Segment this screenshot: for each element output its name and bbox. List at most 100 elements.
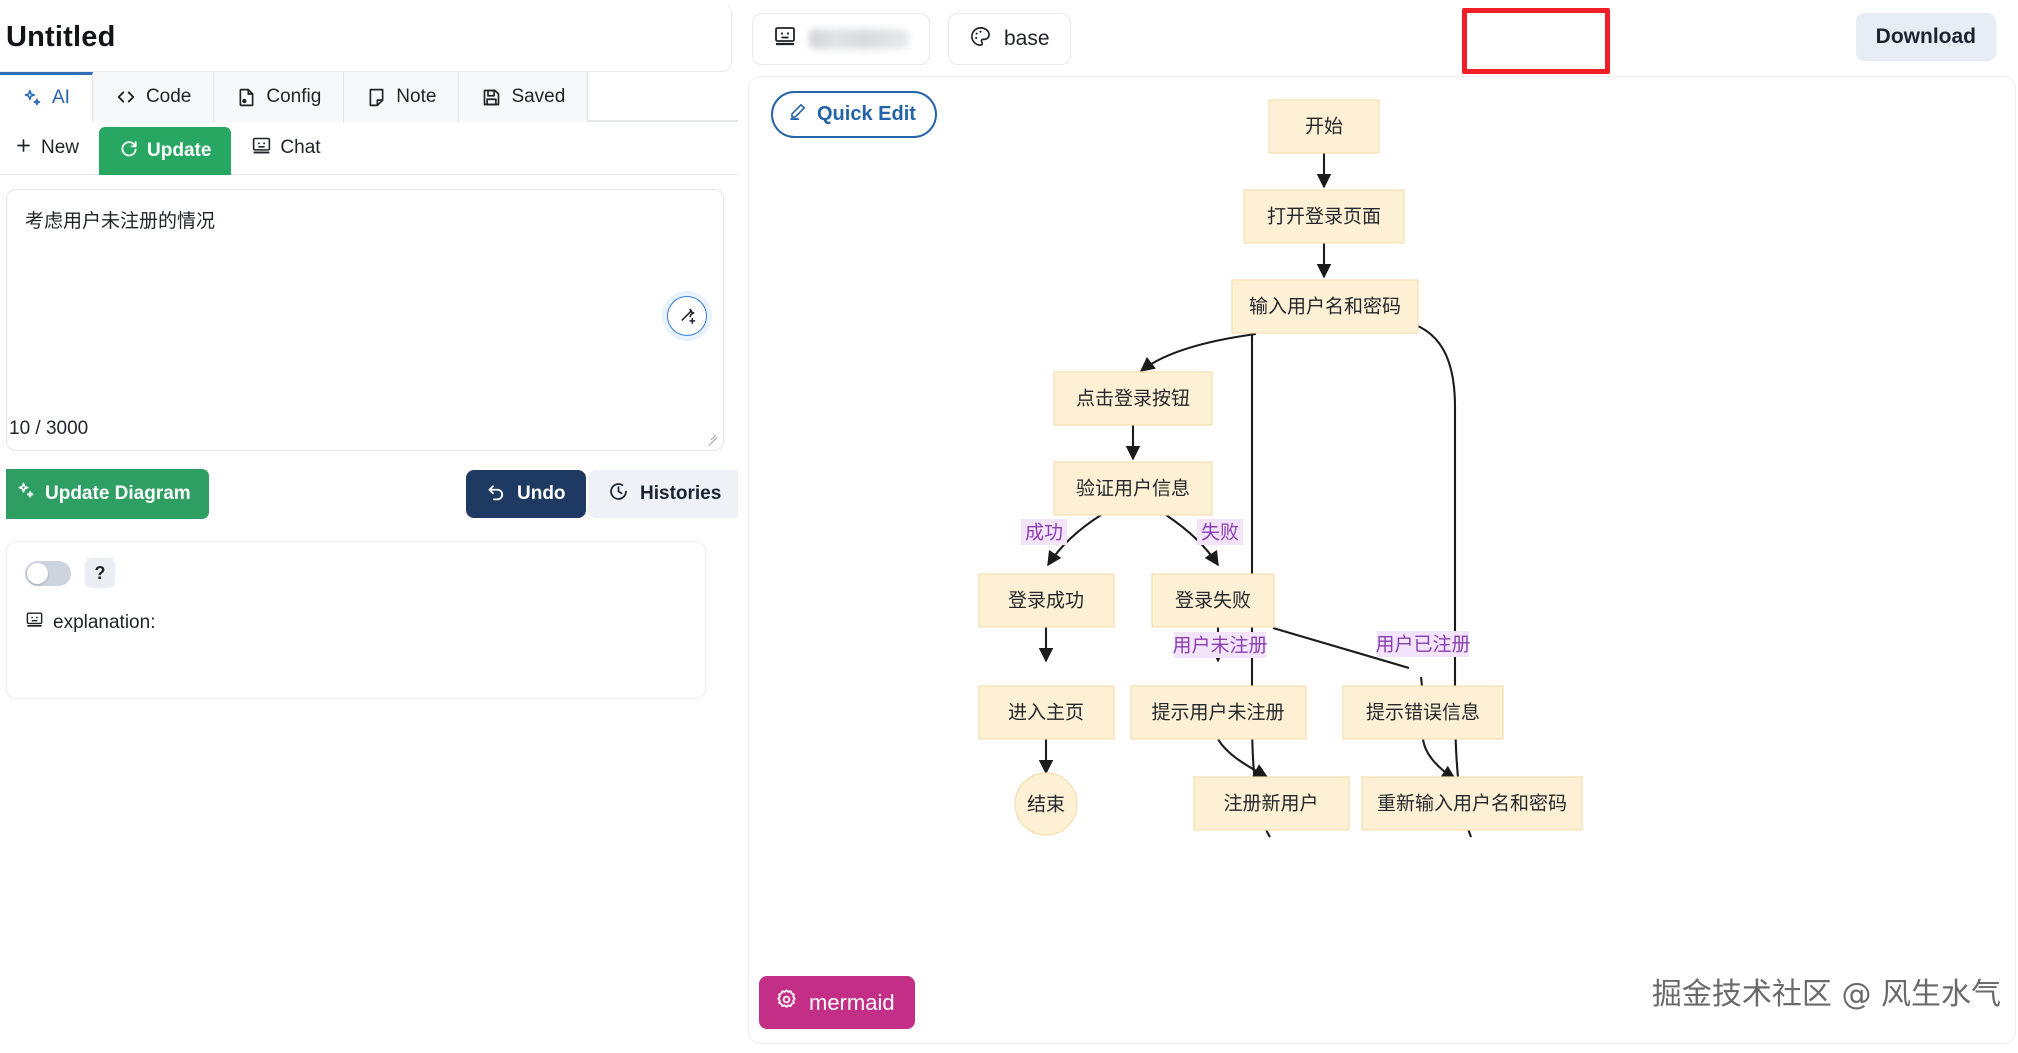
edge-label-failure: 失败	[1197, 519, 1243, 545]
pencil-icon	[788, 102, 807, 127]
prompt-textarea[interactable]: 考虑用户未注册的情况 10 / 3000	[6, 189, 724, 451]
left-editor-panel: Untitled AI Code	[0, 0, 742, 1053]
edge-C-D	[1139, 332, 1257, 372]
help-button[interactable]: ?	[85, 558, 115, 588]
svg-text:提示错误信息: 提示错误信息	[1366, 702, 1480, 724]
update-diagram-label: Update Diagram	[45, 483, 191, 504]
svg-text:成功: 成功	[1025, 522, 1063, 544]
tab-code[interactable]: Code	[92, 72, 215, 122]
svg-text:打开登录页面: 打开登录页面	[1267, 206, 1381, 228]
flow-node-login-success[interactable]: 登录成功	[978, 573, 1115, 628]
explanation-toggle-row: ?	[25, 558, 687, 588]
prompt-value: 考虑用户未注册的情况	[25, 211, 216, 232]
undo-label: Undo	[517, 483, 566, 504]
flow-node-click-login[interactable]: 点击登录按钮	[1053, 371, 1213, 426]
mermaid-flowchart: 成功 失败 用户未注册 用户已注册 开始	[978, 99, 1583, 838]
flow-node-end[interactable]: 结束	[1014, 772, 1078, 836]
flow-node-enter-credentials[interactable]: 输入用户名和密码	[1231, 279, 1419, 334]
edge-label-success: 成功	[1021, 519, 1067, 545]
chat-icon	[251, 135, 272, 162]
tab-note[interactable]: Note	[344, 72, 460, 122]
sparkles-icon	[22, 88, 43, 109]
flow-node-open-login-page[interactable]: 打开登录页面	[1243, 189, 1405, 244]
explanation-label-row: explanation:	[25, 610, 687, 635]
svg-text:登录失败: 登录失败	[1175, 590, 1251, 612]
redacted-model-name	[809, 29, 909, 49]
magic-wand-icon[interactable]	[667, 296, 707, 336]
preview-tab-model[interactable]	[752, 13, 930, 65]
quick-edit-button[interactable]: Quick Edit	[771, 91, 937, 138]
edge-label-already-registered: 用户已注册	[1375, 631, 1471, 657]
explanation-card: ? explanation:	[6, 541, 706, 699]
new-button[interactable]: New	[0, 122, 99, 175]
edge-E-G	[1165, 514, 1219, 567]
flow-node-start[interactable]: 开始	[1268, 99, 1380, 154]
tab-config-label: Config	[266, 86, 322, 107]
document-title-card[interactable]: Untitled	[0, 4, 732, 72]
preview-tab-base-label: base	[1004, 27, 1050, 50]
svg-text:进入主页: 进入主页	[1008, 702, 1084, 724]
refresh-icon	[119, 138, 139, 164]
svg-text:用户已注册: 用户已注册	[1375, 634, 1470, 656]
edge-J-M	[1421, 738, 1457, 780]
preview-tab-base[interactable]: base	[948, 13, 1071, 65]
flow-node-prompt-not-registered[interactable]: 提示用户未注册	[1130, 685, 1307, 740]
editor-tabbar: AI Code Config	[0, 72, 738, 122]
edge-label-not-registered: 用户未注册	[1172, 632, 1268, 658]
histories-button[interactable]: Histories	[588, 470, 742, 518]
attention-highlight-box	[1462, 8, 1610, 74]
sparkles-icon	[16, 481, 36, 507]
config-file-icon	[236, 87, 257, 108]
chat-button-label: Chat	[280, 137, 321, 158]
flow-node-register-new-user[interactable]: 注册新用户	[1193, 776, 1350, 831]
toggle-knob	[27, 562, 48, 584]
note-icon	[366, 87, 387, 108]
page-title: Untitled	[6, 21, 116, 53]
code-icon	[115, 86, 137, 108]
mermaid-badge[interactable]: mermaid	[759, 976, 915, 1029]
chat-button[interactable]: Chat	[231, 122, 340, 175]
download-button[interactable]: Download	[1855, 13, 1996, 61]
edge-E-F	[1047, 514, 1102, 567]
tab-config[interactable]: Config	[214, 72, 345, 122]
flow-node-login-failure[interactable]: 登录失败	[1151, 573, 1275, 628]
explanation-toggle[interactable]	[25, 560, 71, 586]
tab-ai[interactable]: AI	[0, 72, 93, 122]
tab-note-label: Note	[396, 86, 437, 107]
flow-node-prompt-error[interactable]: 提示错误信息	[1342, 685, 1504, 740]
svg-text:登录成功: 登录成功	[1008, 590, 1084, 612]
right-preview-panel: base Download Quick Edit	[738, 0, 2018, 1053]
svg-text:开始: 开始	[1305, 116, 1343, 138]
svg-text:结束: 结束	[1027, 794, 1065, 816]
update-button[interactable]: Update	[99, 126, 232, 175]
flow-node-enter-homepage[interactable]: 进入主页	[978, 685, 1115, 740]
clock-history-icon	[608, 481, 629, 508]
ai-action-bar: New Update	[0, 122, 738, 175]
tab-code-label: Code	[145, 86, 192, 107]
svg-text:提示用户未注册: 提示用户未注册	[1151, 702, 1284, 724]
tabbar-spacer	[588, 72, 738, 121]
undo-button[interactable]: Undo	[466, 470, 586, 518]
svg-text:输入用户名和密码: 输入用户名和密码	[1249, 296, 1401, 318]
mermaid-badge-label: mermaid	[809, 989, 895, 1015]
textarea-resize-handle[interactable]	[706, 433, 718, 445]
histories-label: Histories	[640, 483, 722, 504]
undo-arrow-icon	[486, 481, 507, 508]
new-button-label: New	[41, 137, 80, 158]
flow-node-verify-user[interactable]: 验证用户信息	[1053, 461, 1213, 516]
svg-text:失败: 失败	[1201, 522, 1239, 544]
gear-icon	[775, 988, 798, 1017]
chat-box-icon	[25, 610, 44, 635]
tab-saved[interactable]: Saved	[459, 72, 589, 122]
svg-text:验证用户信息: 验证用户信息	[1076, 478, 1190, 500]
tab-saved-label: Saved	[511, 86, 566, 107]
update-button-label: Update	[147, 139, 212, 161]
flow-node-reenter-credentials[interactable]: 重新输入用户名和密码	[1361, 776, 1583, 831]
preview-toolbar: base Download	[738, 0, 2018, 78]
diagram-canvas[interactable]: Quick Edit	[748, 76, 2016, 1044]
svg-text:点击登录按钮: 点击登录按钮	[1076, 388, 1190, 410]
update-diagram-button[interactable]: Update Diagram	[6, 469, 209, 519]
char-counter: 10 / 3000	[9, 418, 89, 439]
plus-icon	[14, 136, 33, 161]
